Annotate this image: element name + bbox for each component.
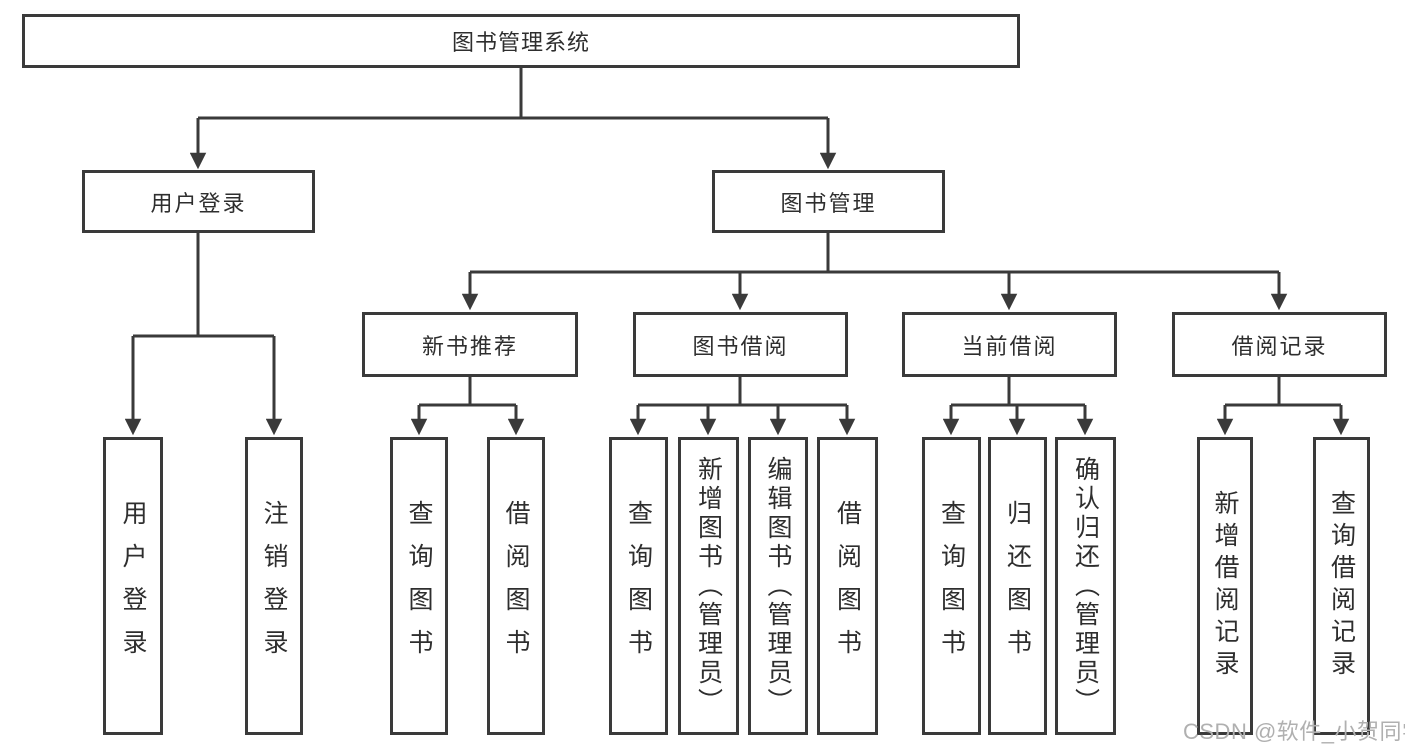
leaf-return-books-label: 归还图书 [1003, 500, 1032, 672]
leaf-borrow-books: 借阅图书 [817, 437, 878, 735]
leaf-query-books-recommend-label: 查询图书 [405, 500, 433, 672]
leaf-add-books-admin-label: 新增图书（管理员） [694, 455, 723, 717]
node-current-borrowing: 当前借阅 [902, 312, 1117, 377]
leaf-query-books-borrowing-label: 查询图书 [624, 500, 653, 672]
leaf-add-borrow-record-label: 新增借阅记录 [1211, 490, 1239, 682]
node-book-borrowing-label: 图书借阅 [692, 333, 789, 359]
leaf-borrow-books-label: 借阅图书 [833, 500, 862, 672]
node-borrowing-records-label: 借阅记录 [1231, 333, 1328, 359]
leaf-return-books: 归还图书 [988, 437, 1047, 735]
node-book-management: 图书管理 [712, 170, 945, 233]
leaf-query-books-current: 查询图书 [922, 437, 981, 735]
node-new-book-recommend-label: 新书推荐 [421, 333, 518, 359]
node-root-label: 图书管理系统 [451, 30, 590, 55]
leaf-add-borrow-record: 新增借阅记录 [1197, 437, 1253, 735]
leaf-edit-books-admin-label: 编辑图书（管理员） [764, 455, 792, 717]
leaf-add-books-admin: 新增图书（管理员） [678, 437, 739, 735]
node-book-borrowing: 图书借阅 [633, 312, 848, 377]
node-user-login: 用户登录 [82, 170, 315, 233]
node-user-login-label: 用户登录 [150, 190, 247, 216]
node-current-borrowing-label: 当前借阅 [961, 333, 1058, 359]
leaf-user-login-label: 用户登录 [119, 500, 147, 672]
node-borrowing-records: 借阅记录 [1172, 312, 1387, 377]
leaf-query-borrow-record-label: 查询借阅记录 [1327, 490, 1356, 682]
leaf-logout: 注销登录 [245, 437, 303, 735]
leaf-query-books-borrowing: 查询图书 [609, 437, 668, 735]
leaf-borrow-books-recommend-label: 借阅图书 [502, 500, 530, 672]
leaf-user-login: 用户登录 [103, 437, 163, 735]
leaf-query-borrow-record: 查询借阅记录 [1313, 437, 1370, 735]
leaf-confirm-return-admin-label: 确认归还（管理员） [1071, 455, 1100, 717]
node-book-management-label: 图书管理 [780, 190, 877, 216]
leaf-confirm-return-admin: 确认归还（管理员） [1055, 437, 1116, 735]
leaf-logout-label: 注销登录 [260, 500, 288, 672]
leaf-query-books-current-label: 查询图书 [937, 500, 966, 672]
node-new-book-recommend: 新书推荐 [362, 312, 578, 377]
node-root: 图书管理系统 [22, 14, 1020, 68]
leaf-query-books-recommend: 查询图书 [390, 437, 448, 735]
leaf-edit-books-admin: 编辑图书（管理员） [748, 437, 808, 735]
csdn-watermark: CSDN @软件_小贺同学 [1183, 719, 1405, 744]
leaf-borrow-books-recommend: 借阅图书 [487, 437, 545, 735]
